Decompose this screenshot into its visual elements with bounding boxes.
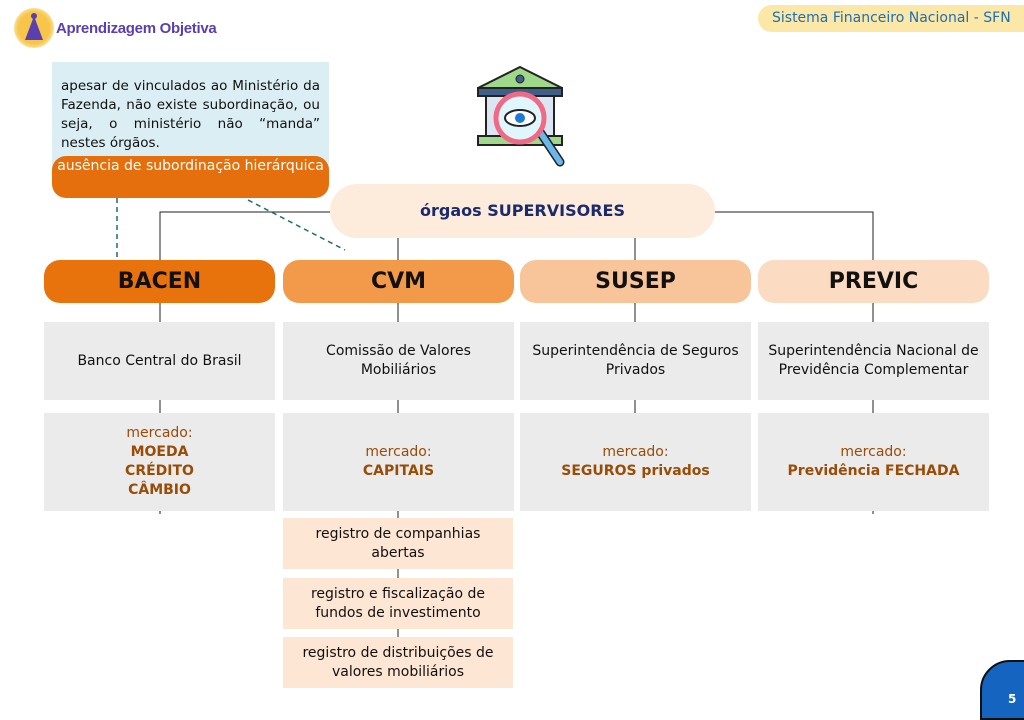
market-item: Previdência FECHADA (787, 463, 960, 479)
organ-bacen: BACEN (44, 260, 275, 303)
cvm-duty: registro de distribuições de valores mob… (283, 637, 513, 688)
cvm-market: mercado: CAPITAIS (283, 413, 514, 511)
organ-susep: SUSEP (520, 260, 751, 303)
logo-icon (14, 8, 54, 48)
bacen-market: mercado: MOEDA CRÉDITO CÂMBIO (44, 413, 275, 511)
susep-description: Superintendência de Seguros Privados (520, 322, 751, 400)
note-box: apesar de vinculados ao Ministério da Fa… (52, 62, 329, 172)
previc-description: Superintendência Nacional de Previdência… (758, 322, 989, 400)
cvm-duty: registro e fiscalização de fundos de inv… (283, 578, 513, 629)
bank-inspection-icon (472, 64, 568, 176)
page-title: Sistema Financeiro Nacional - SFN (758, 5, 1024, 32)
susep-market: mercado: SEGUROS privados (520, 413, 751, 511)
supervisors-node: órgaos SUPERVISORES (330, 184, 715, 238)
market-item: MOEDA (130, 444, 189, 460)
cvm-description: Comissão de Valores Mobiliários (283, 322, 514, 400)
note-text: apesar de vinculados ao Ministério da Fa… (61, 78, 320, 151)
market-label: mercado: (602, 444, 669, 460)
bacen-description: Banco Central do Brasil (44, 322, 275, 400)
subordination-label: ausência de subordinação hierárquica (52, 156, 329, 198)
market-item: CRÉDITO (125, 463, 194, 479)
subordination-text: ausência de subordinação hierárquica (57, 158, 324, 174)
market-item: CÂMBIO (128, 482, 191, 498)
market-label: mercado: (365, 444, 432, 460)
brand-name: Aprendizagem Objetiva (56, 20, 217, 37)
organ-previc: PREVIC (758, 260, 989, 303)
market-item: SEGUROS privados (561, 463, 710, 479)
cvm-duty: registro de companhias abertas (283, 518, 513, 569)
organ-cvm: CVM (283, 260, 514, 303)
market-label: mercado: (126, 425, 193, 441)
market-item: CAPITAIS (362, 463, 435, 479)
previc-market: mercado: Previdência FECHADA (758, 413, 989, 511)
market-label: mercado: (840, 444, 907, 460)
